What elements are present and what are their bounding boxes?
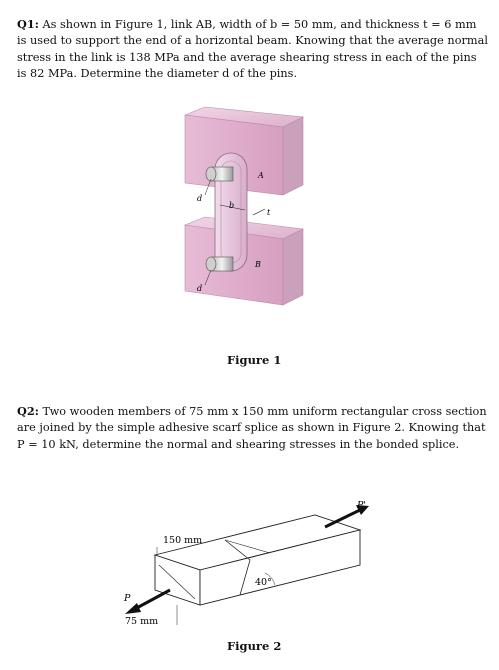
question-1: Q1: As shown in Figure 1, link AB, width… — [17, 16, 489, 83]
figure-2-diagram: 150 mm 75 mm 40° P P' — [123, 500, 369, 627]
label-d-bottom: d — [197, 284, 202, 293]
force-p-arrow — [125, 588, 171, 614]
pin-a — [205, 166, 234, 182]
label-d-top: d — [197, 194, 202, 203]
scarf-splice — [224, 539, 251, 596]
splice-top-edge — [224, 539, 271, 554]
label-height: 75 mm — [125, 616, 158, 627]
end-face-diagonal — [158, 564, 196, 600]
thickness-dimension-line — [252, 208, 266, 216]
question-2-label: Q2: — [17, 404, 39, 418]
question-2-text: Two wooden members of 75 mm x 150 mm uni… — [17, 405, 487, 451]
width-dimension-line — [219, 204, 246, 211]
label-a: A — [257, 171, 264, 180]
label-width: b — [229, 201, 234, 210]
d-bottom-leader — [204, 269, 212, 286]
label-width: 150 mm — [163, 535, 202, 546]
pin-b — [205, 256, 234, 272]
label-p-prime: P' — [356, 500, 366, 511]
question-2: Q2: Two wooden members of 75 mm x 150 mm… — [17, 403, 489, 453]
angle-arc — [264, 572, 276, 586]
question-1-text: As shown in Figure 1, link AB, width of … — [17, 18, 488, 81]
figure-2-caption: Figure 2 — [227, 639, 282, 653]
label-b: B — [254, 260, 261, 269]
label-p: P — [123, 593, 131, 604]
figure-1-diagram: A B d d b t — [183, 106, 305, 306]
question-1-label: Q1: — [17, 17, 39, 31]
label-thickness: t — [267, 208, 271, 217]
force-p-prime-arrow — [324, 505, 369, 529]
label-angle: 40° — [255, 577, 272, 588]
d-top-leader — [204, 178, 212, 196]
wooden-member — [153, 514, 362, 606]
figure-1-caption: Figure 1 — [227, 353, 282, 367]
